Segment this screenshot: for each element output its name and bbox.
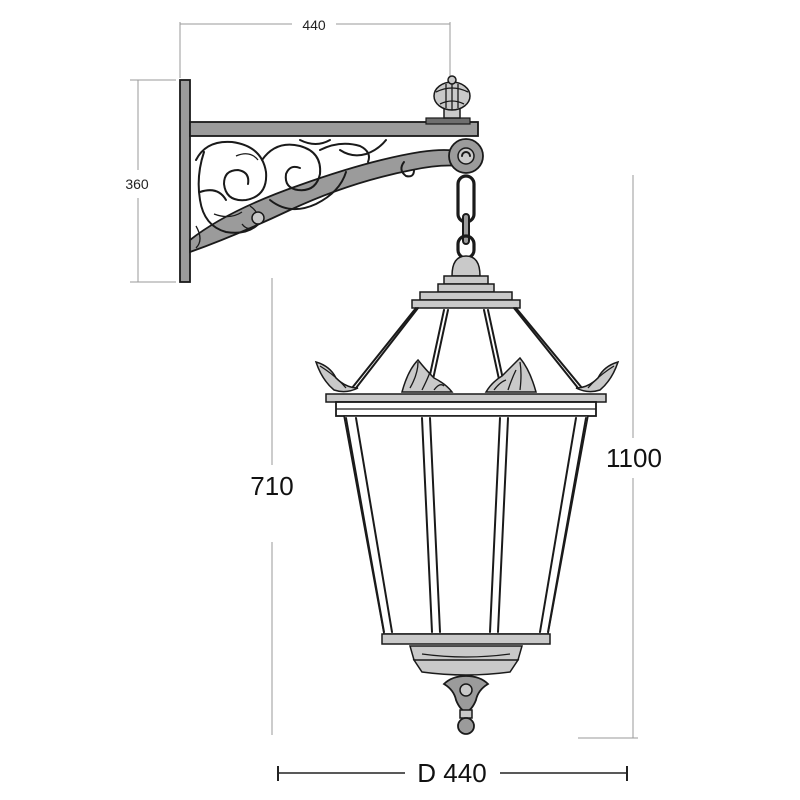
lantern-upper-ring xyxy=(325,393,607,417)
lantern-bottom-finial xyxy=(442,675,490,735)
dimension-bracket-width-label: 440 xyxy=(302,17,326,33)
wall-bracket xyxy=(179,75,484,283)
lantern-glass-body xyxy=(343,415,589,635)
dimension-total-height-label: 1100 xyxy=(606,443,662,473)
bracket-scrollwork xyxy=(195,139,387,249)
bracket-finial xyxy=(433,75,471,119)
dimension-total-height: 1100 xyxy=(578,175,662,739)
dimension-bracket-height-label: 360 xyxy=(125,176,149,192)
lantern-crown xyxy=(351,255,583,389)
hanging-chain xyxy=(456,174,476,260)
roof-leaf-ornaments xyxy=(314,356,620,393)
dimension-diameter-label: D 440 xyxy=(417,758,486,788)
dimension-bracket-width: 440 xyxy=(179,17,451,78)
lantern-base xyxy=(381,633,551,676)
dimension-diameter: D 440 xyxy=(277,758,628,788)
dimension-lantern-height-label: 710 xyxy=(250,471,293,501)
dimension-lantern-height: 710 xyxy=(250,278,294,735)
dimension-bracket-height: 360 xyxy=(125,79,176,283)
